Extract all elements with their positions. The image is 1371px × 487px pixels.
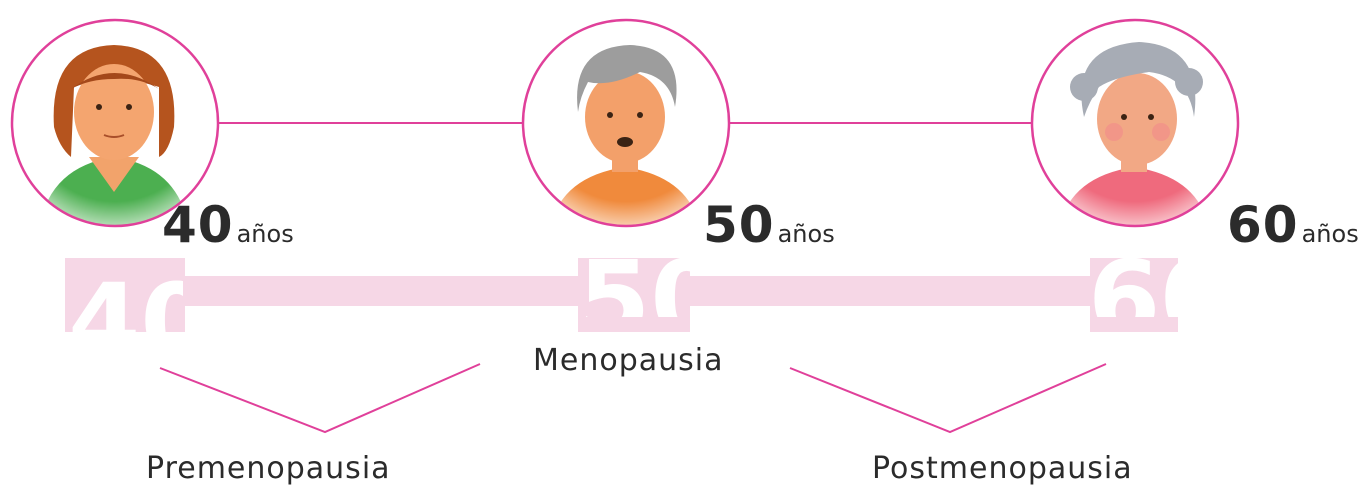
woman-60-portrait xyxy=(1029,17,1241,229)
menopausia-label: Menopausia xyxy=(533,343,724,378)
band-number-60: 60 xyxy=(1088,245,1178,317)
age-number: 50 xyxy=(703,196,775,254)
premenopausia-bracket xyxy=(160,364,480,432)
age-unit: años xyxy=(778,220,835,248)
age-number: 40 xyxy=(162,196,234,254)
age-number: 60 xyxy=(1227,196,1299,254)
postmenopausia-bracket xyxy=(790,364,1106,432)
band-number-40: 40 xyxy=(68,260,183,332)
band-number-50: 50 xyxy=(578,245,690,317)
premenopausia-label: Premenopausia xyxy=(146,451,391,486)
woman-50-portrait xyxy=(520,17,732,229)
postmenopausia-label: Postmenopausia xyxy=(872,451,1133,486)
age-unit: años xyxy=(1302,220,1359,248)
age-unit: años xyxy=(237,220,294,248)
